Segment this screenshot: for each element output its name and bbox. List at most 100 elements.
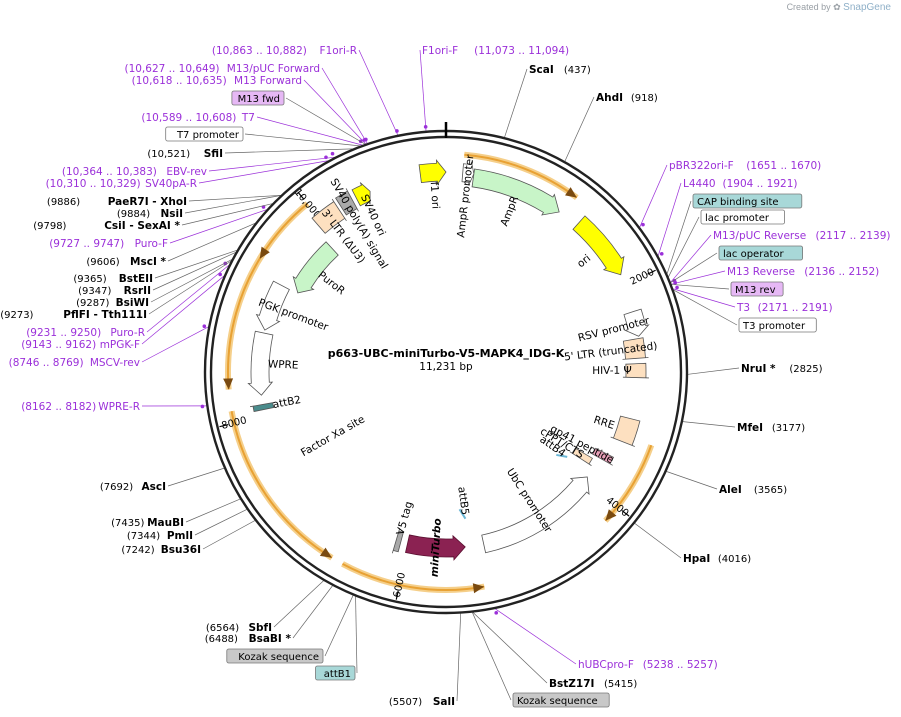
feature-3-ltr-u3-[interactable]: [311, 198, 347, 234]
feature-wpre[interactable]: [247, 330, 274, 396]
site-label-t7[interactable]: T7(10,589 .. 10,608): [141, 112, 255, 124]
site-label-bsu36i[interactable]: Bsu36I(7242): [121, 544, 201, 556]
site-label-wpre-r[interactable]: WPRE-R(8162 .. 8182): [21, 401, 140, 413]
site-label-mfei[interactable]: MfeI(3177): [737, 422, 805, 434]
site-label-cap-binding-site[interactable]: CAP binding site: [692, 193, 803, 209]
feature-puror[interactable]: [292, 241, 339, 294]
primer-range: (10,627 .. 10,649): [124, 63, 219, 75]
enzyme-name: NsiI: [160, 208, 183, 220]
feature-rsv-promoter[interactable]: [623, 308, 650, 337]
site-label-puro-f[interactable]: Puro-F (9727 .. 9747): [49, 238, 168, 250]
site-label-sali[interactable]: SalI(5507): [389, 696, 455, 708]
site-label-kozak-sequence[interactable]: Kozak sequence: [226, 648, 324, 664]
site-label-alei[interactable]: AleI(3565): [719, 484, 787, 496]
primer-name: Puro-F: [135, 238, 168, 250]
primer-range: (2136 .. 2152): [804, 266, 879, 278]
leader-line: [682, 421, 736, 428]
site-label-hubcpro-f[interactable]: hUBCpro-F(5238 .. 5257): [578, 659, 718, 671]
tick-label: 6000: [392, 572, 408, 599]
enzyme-name: BsiWI: [116, 297, 149, 309]
primer-range: (11,073 .. 11,094): [474, 45, 569, 57]
feature-miniturbo[interactable]: [405, 534, 466, 561]
primer-name: MSCV-rev: [90, 357, 140, 369]
feature-sv40-poly-a-signal[interactable]: [335, 188, 359, 216]
site-label-pbr322ori-f[interactable]: pBR322ori-F(1651 .. 1670): [669, 160, 821, 172]
feature-v5-tag[interactable]: [391, 528, 404, 554]
site-label-scai[interactable]: ScaI(437): [529, 64, 591, 76]
site-label-m13-forward[interactable]: M13 Forward(10,618 .. 10,635): [132, 75, 302, 87]
site-label-bsiwi[interactable]: BsiWI(9287): [76, 297, 149, 309]
site-label-paer7i-xhoi[interactable]: PaeR7I - XhoI(9886): [47, 196, 187, 208]
primer-range: (9727 .. 9747): [49, 238, 124, 250]
site-label-mscv-rev[interactable]: MSCV-rev(8746 .. 8769): [9, 357, 140, 369]
feature-name: attB1: [324, 669, 351, 680]
site-label-t3-promoter[interactable]: T3 promoter: [738, 317, 817, 333]
inner-label: attB5: [455, 486, 471, 516]
primer-name: L4440: [683, 178, 716, 190]
site-label-l4440[interactable]: L4440(1904 .. 1921): [683, 178, 798, 190]
site-label-t3[interactable]: T3(2171 .. 2191): [736, 302, 833, 314]
site-label-nrui-[interactable]: NruI *(2825): [741, 363, 823, 375]
feature-pgk-promoter[interactable]: [255, 280, 290, 331]
site-label-bsabi-[interactable]: BsaBI *(6488): [205, 633, 292, 645]
site-label-m13-rev[interactable]: M13 rev: [730, 281, 784, 297]
site-label-nsii[interactable]: NsiI(9884): [117, 208, 183, 220]
site-label-bstz17i[interactable]: BstZ17I(5415): [549, 678, 637, 690]
site-label-m13-puc-reverse[interactable]: M13/pUC Reverse(2117 .. 2139): [713, 230, 891, 242]
feature-ubc-promoter[interactable]: [481, 476, 590, 554]
feature-attb2[interactable]: [249, 401, 276, 413]
site-label-f1ori-r[interactable]: F1ori-R(10,863 .. 10,882): [212, 45, 357, 57]
site-label-hpai[interactable]: HpaI(4016): [683, 553, 751, 565]
enzyme-position: (7692): [100, 482, 133, 493]
site-label-ahdi[interactable]: AhdI(918): [596, 92, 658, 104]
leader-line: [670, 234, 712, 283]
site-label-sbfi[interactable]: SbfI(6564): [206, 622, 272, 634]
site-label-lac-promoter[interactable]: lac promoter: [700, 209, 785, 225]
site-label-f1ori-f[interactable]: F1ori-F(11,073 .. 11,094): [422, 45, 569, 57]
site-label-csii-sexai-[interactable]: CsiI - SexAI *(9798): [33, 220, 180, 232]
feature-cppt-cts[interactable]: [569, 447, 593, 466]
feature-label: attB2: [272, 394, 302, 411]
site-label-maubi[interactable]: MauBI(7435): [111, 517, 184, 529]
feature-ampr[interactable]: [471, 168, 560, 216]
site-label-mpgk-f[interactable]: mPGK-F(9143 .. 9162): [21, 339, 140, 351]
primer-name: Puro-R: [110, 327, 145, 339]
site-label-kozak-sequence[interactable]: Kozak sequence: [512, 692, 610, 708]
site-label-attb1[interactable]: attB1: [315, 665, 356, 681]
leader-line: [504, 68, 528, 138]
leader-line: [472, 612, 548, 684]
site-label-m13-puc-forward[interactable]: M13/pUC Forward(10,627 .. 10,649): [124, 63, 320, 75]
site-label-pmli[interactable]: PmlI(7344): [127, 530, 193, 542]
enzyme-position: (7435): [111, 518, 144, 529]
site-label-m13-reverse[interactable]: M13 Reverse(2136 .. 2152): [727, 266, 879, 278]
site-label-asci[interactable]: AscI(7692): [100, 481, 166, 493]
site-label-sv40pa-r[interactable]: SV40pA-R(10,310 .. 10,329): [46, 178, 197, 190]
feature-hiv-1-[interactable]: [622, 362, 649, 379]
label-box: [231, 90, 285, 106]
site-label-bsteii[interactable]: BstEII(9365): [73, 273, 153, 285]
feature-5-ltr-truncated-[interactable]: [622, 337, 649, 360]
feature-f1-ori[interactable]: [418, 159, 447, 186]
primer-mark: [330, 151, 335, 156]
site-label-ebv-rev[interactable]: EBV-rev(10,364 .. 10,383): [62, 166, 207, 178]
site-label-rsrii[interactable]: RsrII(9347): [78, 285, 151, 297]
feature-ampr-promoter[interactable]: [461, 161, 475, 186]
primer-range: (2117 .. 2139): [816, 230, 891, 242]
feature-gp41-peptide[interactable]: [589, 447, 615, 466]
site-label-sfii[interactable]: SfiI(10,521): [147, 148, 223, 160]
site-label-m13-fwd[interactable]: M13 fwd: [231, 90, 285, 106]
site-label-puro-r[interactable]: Puro-R(9231 .. 9250): [26, 327, 145, 339]
site-label-pflfi-tth111i[interactable]: PflFI - Tth111I(9273): [0, 309, 147, 321]
feature-rre[interactable]: [610, 415, 641, 447]
enzyme-position: (3177): [772, 423, 805, 434]
primer-mark: [200, 404, 205, 409]
site-label-lac-operator[interactable]: lac operator: [718, 245, 803, 261]
leader-line: [154, 249, 237, 279]
site-label-msci-[interactable]: MscI *(9606): [86, 256, 166, 268]
leader-line: [495, 608, 577, 665]
site-label-t7-promoter[interactable]: T7 promoter: [165, 126, 244, 142]
feature-sv40-ori[interactable]: [351, 182, 371, 207]
feature-ori[interactable]: [572, 215, 625, 276]
enzyme-name: Bsu36I: [161, 544, 201, 556]
leader-line: [152, 252, 236, 291]
